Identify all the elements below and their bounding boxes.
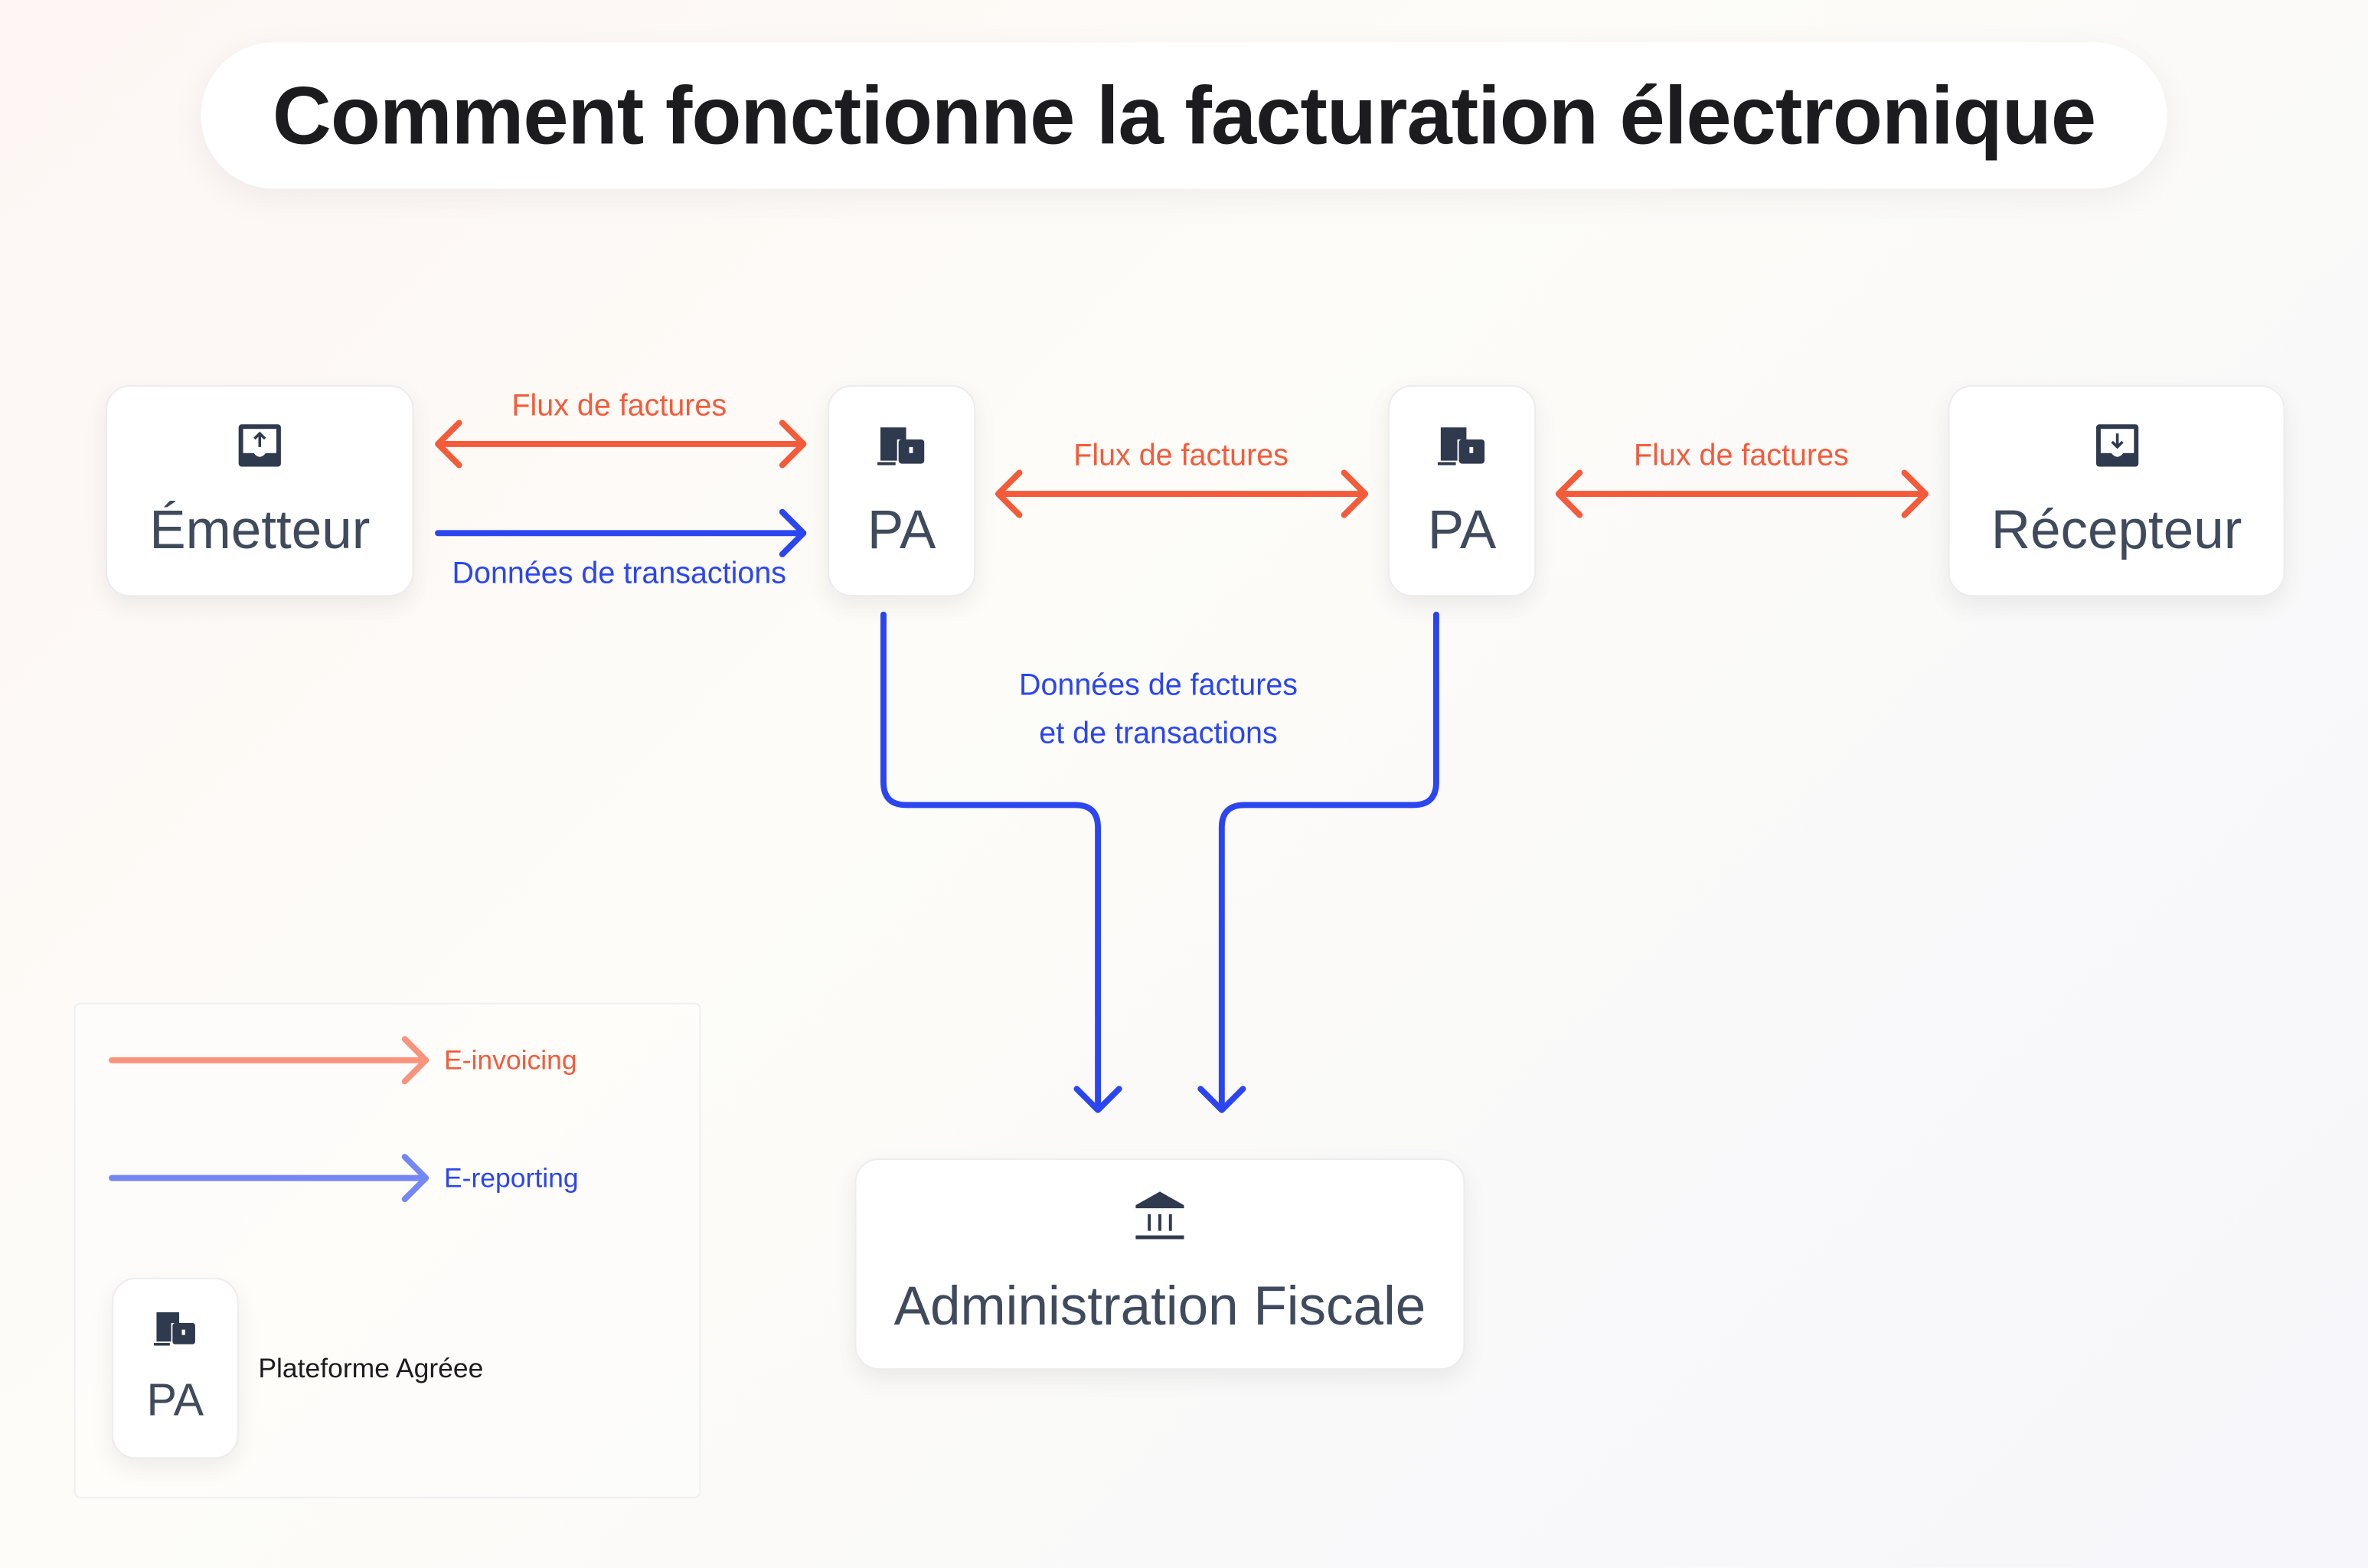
node-pa-2: PA — [1387, 385, 1537, 597]
devices-icon — [153, 1312, 195, 1346]
node-label: Émetteur — [149, 498, 371, 560]
page-title: Comment fonctionne la facturation électr… — [272, 70, 2096, 162]
legend-ereporting-label: E-reporting — [443, 1162, 579, 1194]
edge-label: Flux de factures — [1634, 439, 1849, 473]
node-emetteur: Émetteur — [106, 385, 414, 597]
government-building-icon — [1135, 1191, 1184, 1240]
devices-icon — [877, 427, 925, 466]
legend-einvoicing-label: E-invoicing — [443, 1045, 577, 1076]
arrow-pa2-admin — [1197, 611, 1439, 1113]
node-administration-fiscale: Administration Fiscale — [854, 1158, 1465, 1370]
arrow-pa1-admin — [880, 611, 1122, 1113]
download-tray-icon — [2095, 424, 2138, 467]
node-recepteur: Récepteur — [1948, 385, 2285, 597]
edge-label: et de transactions — [1039, 717, 1278, 751]
node-pa-1: PA — [827, 385, 976, 597]
node-label: PA — [1427, 498, 1497, 560]
legend-ereporting-arrow — [109, 1154, 430, 1203]
legend-einvoicing-arrow — [109, 1036, 430, 1085]
edge-label: Données de transactions — [452, 557, 786, 591]
devices-icon — [1437, 427, 1485, 466]
legend-pa-label: PA — [146, 1376, 204, 1426]
edge-label: Flux de factures — [1073, 439, 1289, 473]
node-label: PA — [867, 498, 936, 560]
arrow-emetteur-pa-transactions — [435, 508, 807, 557]
legend-pa-description: Plateforme Agréee — [258, 1353, 484, 1383]
node-label: Administration Fiscale — [893, 1274, 1426, 1337]
arrow-pa-pa-invoices — [995, 469, 1369, 518]
edge-label: Flux de factures — [511, 389, 727, 423]
title-pill: Comment fonctionne la facturation électr… — [201, 42, 2167, 189]
legend-pa-box: PA — [111, 1277, 239, 1459]
upload-tray-icon — [238, 424, 281, 467]
arrow-pa-recepteur-invoices — [1555, 469, 1929, 518]
node-label: Récepteur — [1991, 498, 2242, 560]
edge-label: Données de factures — [1018, 668, 1298, 703]
arrow-emetteur-pa-invoices — [435, 420, 807, 469]
